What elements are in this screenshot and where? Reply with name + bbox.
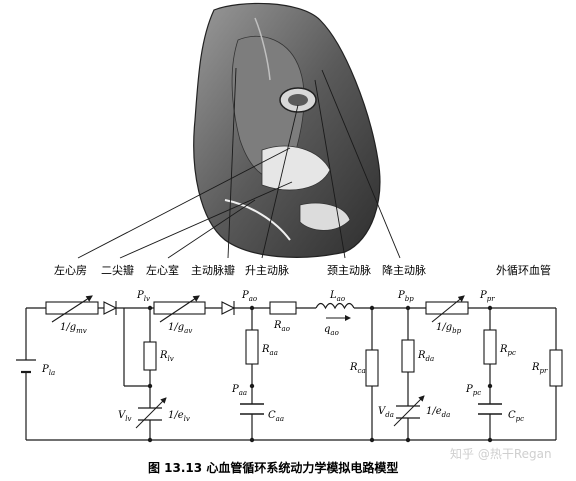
watermark: 知乎 @热干Regan (450, 447, 552, 461)
label-c-pc: Cpc (508, 410, 524, 423)
label-aortic-valve: 主动脉瓣 (191, 263, 235, 277)
label-p-pr: Ppr (479, 290, 495, 303)
label-g-av: 1/gav (168, 322, 192, 335)
variable-resistor-bp (425, 295, 469, 323)
battery-la (16, 359, 36, 374)
label-r-ao: Rao (273, 320, 290, 333)
label-p-aa: Paa (231, 384, 247, 397)
label-g-mv: 1/gmv (60, 322, 87, 335)
diode-mv (103, 301, 118, 315)
component-labels: Pla 1/gmv Plv 1/gav Rlv Vlv 1/elv Pao Ra… (41, 290, 548, 423)
capacitor-pc (478, 403, 502, 415)
label-r-ca: Rca (349, 362, 366, 375)
circuit-wires (25, 307, 557, 441)
label-p-lv: Plv (136, 290, 150, 303)
label-p-pc: Ppc (465, 384, 481, 397)
label-p-bp: Pbp (397, 290, 414, 303)
label-p-ao: Pao (241, 290, 257, 303)
variable-resistor-av (153, 295, 206, 323)
label-ascending-aorta: 升主动脉 (245, 263, 289, 277)
label-carotid: 颈主动脉 (327, 263, 371, 277)
label-e-lv: 1/elv (168, 410, 190, 423)
pointer-lines (77, 67, 401, 259)
variable-capacitor-da (393, 395, 425, 427)
inductor-ao (315, 302, 355, 310)
variable-resistor-mv (45, 295, 99, 323)
label-r-aa: Raa (261, 344, 278, 357)
label-left-ventricle: 左心室 (146, 263, 179, 277)
capacitor-aa (240, 403, 264, 415)
heart-illustration (193, 2, 381, 258)
label-r-lv: Rlv (159, 350, 174, 363)
resistor-lv (143, 341, 157, 371)
label-e-da: 1/eda (426, 406, 450, 419)
resistor-pr (549, 349, 563, 387)
figure-caption: 图 13.13 心血管循环系统动力学模拟电路模型 (148, 460, 398, 475)
label-peripheral-vessels: 外循环血管 (496, 263, 551, 277)
label-mitral-valve: 二尖瓣 (101, 263, 134, 277)
resistor-ao (269, 301, 297, 315)
resistor-aa (245, 329, 259, 365)
variable-capacitor-lv (135, 397, 167, 429)
label-r-pr: Rpr (531, 362, 548, 375)
label-left-atrium: 左心房 (54, 264, 87, 277)
label-p-la: Pla (41, 364, 55, 377)
label-q-ao: qao (324, 324, 339, 337)
label-g-bp: 1/gbp (436, 322, 462, 335)
label-r-da: Rda (417, 350, 434, 363)
label-v-lv: Vlv (118, 410, 131, 423)
label-c-aa: Caa (268, 410, 284, 423)
diode-av (221, 301, 236, 315)
resistor-pc (483, 329, 497, 365)
label-r-pc: Rpc (499, 344, 516, 357)
label-v-da: Vda (378, 406, 394, 419)
resistor-da (401, 339, 415, 373)
label-descending-aorta: 降主动脉 (382, 263, 426, 277)
label-l-ao: Lao (329, 290, 345, 303)
heart-labels: 左心房 二尖瓣 左心室 主动脉瓣 升主动脉 颈主动脉 降主动脉 外循环血管 (54, 263, 551, 277)
junction-dots (147, 305, 493, 443)
resistor-ca (365, 349, 379, 387)
